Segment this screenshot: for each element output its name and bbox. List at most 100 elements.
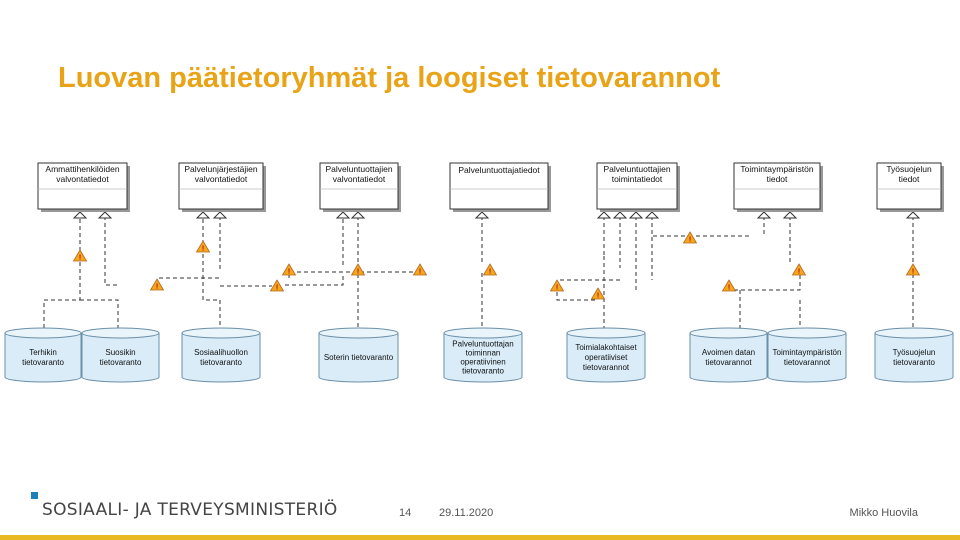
warning-icon: ! [590, 287, 606, 300]
dependency-line [739, 290, 801, 333]
data-store-label: Toimialakohtaiset [575, 343, 637, 352]
warning-mark: ! [79, 255, 81, 262]
slide-date: 29.11.2020 [439, 507, 494, 519]
data-store-top [767, 327, 847, 339]
inheritance-arrow-icon [596, 211, 612, 219]
inheritance-arrow-icon [474, 211, 490, 219]
dependency-line [603, 216, 653, 290]
slide-author: Mikko Huovila [849, 507, 918, 519]
entity-box-frame [733, 162, 821, 210]
warning-icon: ! [269, 279, 285, 292]
warning-triangle [721, 279, 737, 292]
data-store-s6: Toimialakohtaisetoperatiivisettietovaran… [566, 327, 646, 383]
inheritance-arrow-icon [644, 211, 660, 219]
data-store-label: tietovaranto [893, 358, 935, 367]
warning-mark: ! [556, 285, 558, 292]
entity-box-frame [876, 162, 942, 210]
data-store-top [566, 327, 646, 339]
entity-box-label: valvontatiedot [195, 174, 248, 184]
entity-box-frame [37, 162, 128, 210]
data-store-body [767, 332, 847, 383]
warning-mark: ! [357, 269, 359, 276]
data-store-body [689, 332, 768, 383]
inheritance-arrow-icon [97, 211, 113, 219]
dependency-line [156, 277, 220, 290]
dependency-line [283, 212, 344, 286]
warning-icon: ! [412, 263, 428, 276]
data-store-label: Palveluntuottajan [452, 340, 513, 349]
warning-mark: ! [689, 237, 691, 244]
inheritance-arrow-icon [905, 211, 921, 219]
inheritance-arrow-icon [335, 211, 351, 219]
warning-mark: ! [419, 269, 421, 276]
data-store-label: tietovaranto [100, 358, 142, 367]
data-store-label: tietovaranto [200, 358, 242, 367]
data-store-top [318, 327, 399, 339]
dependency-line [104, 216, 118, 286]
entity-box-label: toimintatiedot [612, 174, 663, 184]
data-store-label: tietovaranto [22, 358, 64, 367]
data-store-label: operatiiviset [585, 353, 628, 362]
dependency-line [202, 212, 221, 333]
warning-icon: ! [482, 263, 498, 276]
warning-mark: ! [489, 269, 491, 276]
warning-triangle [195, 240, 211, 253]
data-store-label: Suosikin [105, 348, 135, 357]
data-store-body [566, 332, 646, 383]
data-store-label: Sosiaalihuollon [194, 348, 248, 357]
dependency-line [556, 279, 620, 301]
warning-mark: ! [202, 246, 204, 253]
inheritance-arrow-icon [212, 211, 228, 219]
warning-triangle [72, 249, 88, 262]
ministry-logo-mark [31, 492, 38, 499]
data-store-label: tietovaranto [462, 367, 504, 376]
warning-mark: ! [912, 269, 914, 276]
inheritance-arrow-icon [72, 211, 88, 219]
entity-box-label: valvontatiedot [333, 174, 386, 184]
inheritance-arrow-icon [756, 211, 772, 219]
data-store-label: Terhikin [29, 348, 57, 357]
warning-icon: ! [682, 231, 698, 244]
warning-triangle [482, 263, 498, 276]
data-store-top [689, 327, 768, 339]
warning-mark: ! [288, 269, 290, 276]
entity-box-label: Palveluntuottajatiedot [458, 165, 540, 175]
data-store-top [874, 327, 954, 339]
entity-box-label: Palveluntuottajien [603, 164, 670, 174]
ministry-name: SOSIAALI- JA TERVEYSMINISTERIÖ [42, 500, 338, 520]
warning-mark: ! [798, 269, 800, 276]
connector-layer [43, 211, 921, 340]
warning-icon: ! [549, 279, 565, 292]
data-store-label: tietovarannot [705, 358, 752, 367]
entity-box-label: Ammattihenkilöiden [45, 164, 119, 174]
inheritance-arrow-icon [628, 211, 644, 219]
data-store-label: operatiivinen [460, 358, 505, 367]
data-store-label: tietovarannot [784, 358, 831, 367]
page-number: 14 [399, 507, 412, 519]
data-store-top [4, 327, 82, 339]
entity-box-label: Toimintaympäristön [740, 164, 813, 174]
data-store-label: Toimintaympäristön [773, 348, 842, 357]
entity-box-frame [319, 162, 399, 210]
data-store-label: Työsuojelun [893, 348, 936, 357]
footer-accent-bar [0, 535, 960, 540]
data-store-label: Avoimen datan [702, 348, 755, 357]
data-store-body [181, 332, 261, 383]
data-store-top [443, 327, 523, 339]
dependency-line [729, 216, 801, 291]
entity-box-label: Palvelunjärjestäjien [184, 164, 258, 174]
data-store-body [4, 332, 82, 383]
warning-mark: ! [728, 285, 730, 292]
warning-triangle [590, 287, 606, 300]
